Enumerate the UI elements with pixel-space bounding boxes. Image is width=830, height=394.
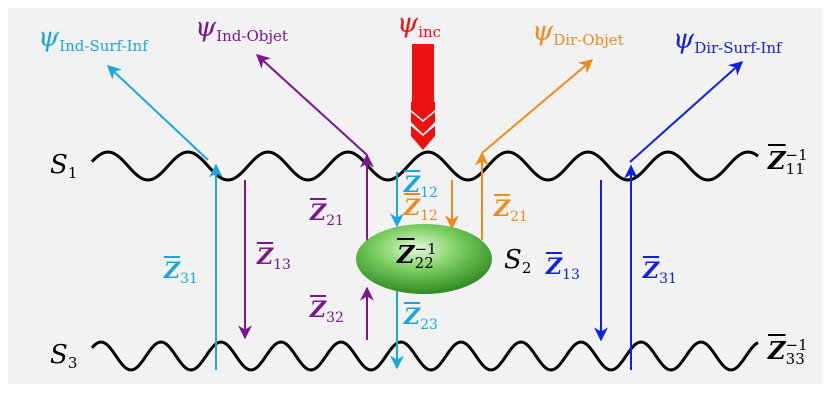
label-z31-left: Z31	[164, 260, 198, 286]
label-z13-blue: Z13	[546, 256, 580, 282]
operator-subscript: 12	[420, 185, 438, 201]
psi-symbol: ψ	[195, 12, 217, 43]
operator-subscript: 32	[326, 310, 344, 326]
operator-symbol: Z	[404, 195, 421, 221]
operator-superscript: −1	[414, 240, 437, 258]
label-psi-ind-surf-inf: ψInd-Surf-Inf	[38, 24, 148, 54]
arrow-ind-objet	[255, 54, 368, 156]
psi-symbol: ψ	[673, 24, 695, 55]
label-psi-dir-objet: ψDir-Objet	[532, 18, 624, 48]
operator-symbol: Z	[310, 200, 327, 226]
label-s3: S3	[50, 342, 77, 371]
operator-symbol: Z	[397, 240, 415, 269]
operator-symbol: Z	[546, 254, 563, 280]
operator-subscript: 33	[785, 350, 805, 368]
psi-symbol: ψ	[397, 8, 419, 39]
operator-symbol: Z	[404, 172, 421, 198]
label-z11-inverse: Z−111	[768, 146, 808, 178]
label-psi-dir-surf-inf: ψDir-Surf-Inf	[673, 26, 782, 56]
surface-s1-line	[90, 150, 759, 182]
surface-subscript: 2	[521, 259, 532, 277]
operator-subscript: 31	[659, 271, 677, 287]
surface-symbol: S	[50, 150, 68, 180]
operator-subscript: 12	[420, 208, 438, 224]
label-z21-purple: Z21	[310, 202, 344, 228]
psi-subscript: inc	[418, 23, 442, 41]
arrow-dir-objet	[481, 59, 594, 154]
operator-superscript: −1	[785, 336, 808, 354]
label-s2: S2	[504, 247, 531, 276]
operator-symbol: Z	[404, 304, 421, 330]
operator-subscript: 21	[326, 213, 344, 229]
operator-superscript: −1	[785, 146, 808, 164]
label-z33-inverse: Z−133	[768, 336, 808, 368]
operator-subscript: 23	[420, 317, 438, 333]
label-z22-inverse: Z−122	[397, 240, 437, 272]
psi-symbol: ψ	[532, 16, 554, 47]
label-psi-ind-objet: ψInd-Objet	[195, 14, 288, 44]
surface-symbol: S	[50, 340, 68, 370]
incident-arrow	[411, 44, 435, 150]
label-z32-purple: Z32	[310, 299, 344, 325]
surface-symbol: S	[504, 245, 522, 275]
operator-symbol: Z	[257, 244, 274, 270]
operator-symbol: Z	[768, 146, 786, 175]
label-z21-orange: Z21	[494, 198, 528, 224]
surface-subscript: 1	[67, 164, 78, 182]
operator-subscript: 11	[785, 160, 805, 178]
label-psi-inc: ψinc	[397, 10, 441, 40]
label-z12-orange: Z12	[404, 197, 438, 223]
label-z23-cyan: Z23	[404, 306, 438, 332]
operator-symbol: Z	[643, 258, 660, 284]
psi-subscript: Ind-Surf-Inf	[59, 37, 148, 55]
operator-subscript: 21	[510, 209, 528, 225]
label-z13-left: Z13	[257, 246, 291, 272]
psi-subscript: Dir-Objet	[553, 31, 624, 49]
operator-symbol: Z	[164, 258, 181, 284]
psi-subscript: Dir-Surf-Inf	[694, 39, 782, 57]
surface-subscript: 3	[67, 354, 78, 372]
operator-subscript: 31	[180, 271, 198, 287]
operator-symbol: Z	[494, 196, 511, 222]
label-z12-cyan: Z12	[404, 174, 438, 200]
object-s2	[356, 224, 492, 294]
operator-subscript: 13	[562, 267, 580, 283]
operator-symbol: Z	[310, 297, 327, 323]
arrow-ind-surf-inf	[106, 65, 209, 161]
label-s1: S1	[50, 152, 77, 181]
operator-subscript: 13	[273, 257, 291, 273]
surface-s3-line	[90, 340, 759, 372]
label-z31-blue: Z31	[643, 260, 677, 286]
operator-symbol: Z	[768, 336, 786, 365]
psi-subscript: Ind-Objet	[216, 27, 288, 45]
psi-symbol: ψ	[38, 22, 60, 53]
arrow-dir-surf-inf	[629, 61, 744, 163]
operator-subscript: 22	[414, 254, 434, 272]
